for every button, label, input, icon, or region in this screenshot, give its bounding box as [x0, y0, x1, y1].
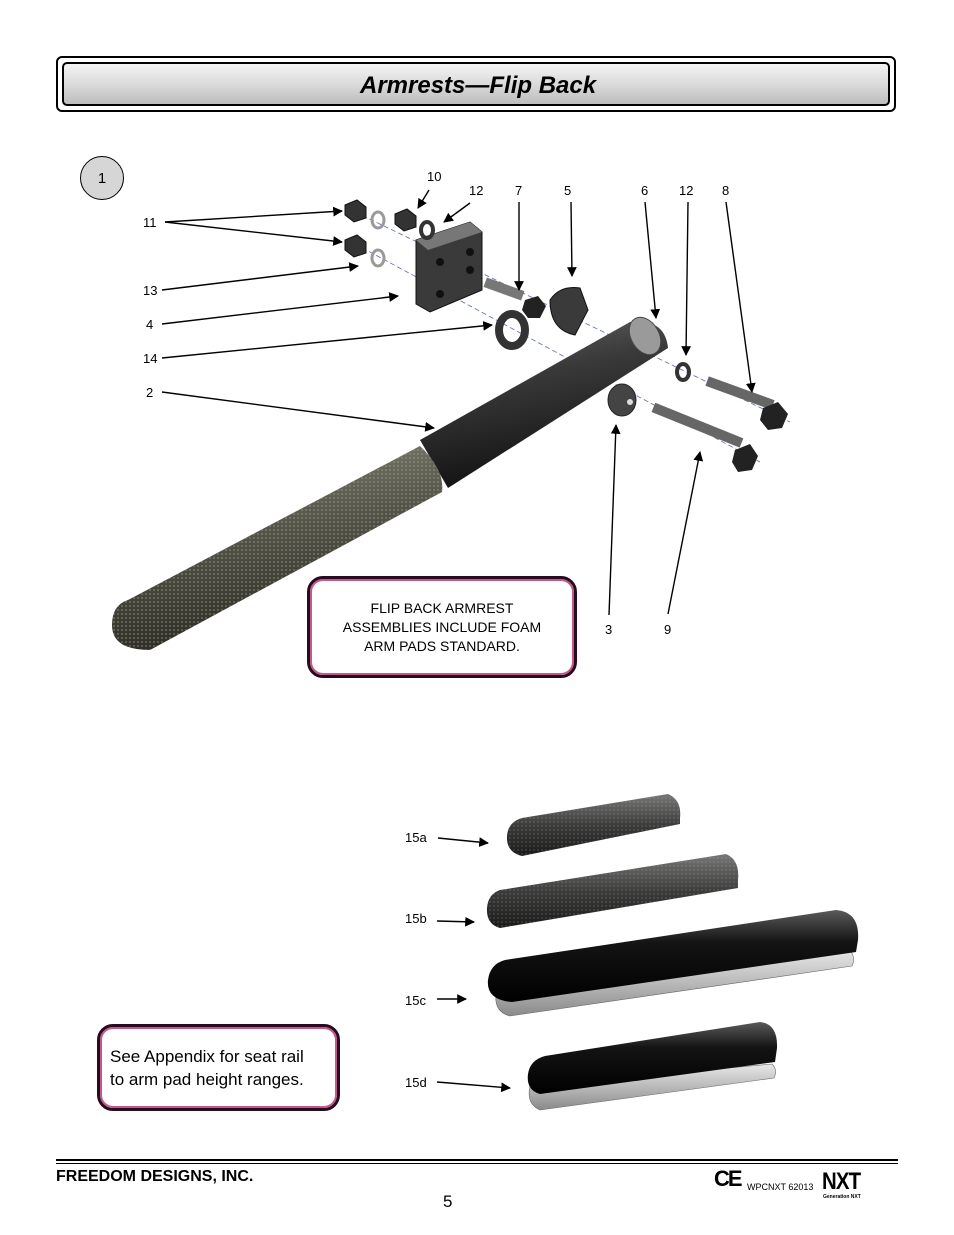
title-bar: Armrests—Flip Back	[56, 56, 896, 112]
callout-10: 10	[427, 169, 442, 184]
appendix-note-line: to arm pad height ranges.	[110, 1069, 304, 1089]
callout-4: 4	[146, 317, 154, 332]
callout-15d: 15d	[405, 1075, 427, 1090]
callout-2: 2	[146, 385, 154, 400]
callout-8: 8	[722, 183, 730, 198]
callout-12-lower: 12	[679, 183, 694, 198]
hardware-parts	[344, 199, 788, 472]
callout-3: 3	[605, 622, 613, 637]
callout-7: 7	[515, 183, 523, 198]
foam-grip	[112, 446, 443, 650]
callout-9: 9	[664, 622, 672, 637]
armrest-tube	[420, 316, 668, 488]
callout-15c: 15c	[405, 993, 426, 1008]
callout-15a: 15a	[405, 830, 427, 845]
arm-pad-15c	[487, 910, 859, 1017]
assembly-note-line: ASSEMBLIES INCLUDE FOAM	[342, 618, 542, 635]
ce-mark-icon: CE	[714, 1166, 743, 1191]
nxt-logo: NXT	[822, 1168, 861, 1195]
arm-pad-15a	[506, 794, 681, 856]
company-name: FREEDOM DESIGNS, INC.	[56, 1168, 254, 1185]
arm-pad-15b	[486, 854, 739, 928]
arm-pad-15d	[527, 1022, 778, 1111]
assembly-note-line: FLIP BACK ARMREST	[370, 599, 514, 616]
assembly-note-line: ARM PADS STANDARD.	[364, 637, 520, 654]
title-bar-inner: Armrests—Flip Back	[62, 62, 890, 106]
document-code: WPCNXT 62013	[747, 1182, 814, 1192]
page-number: 5	[443, 1192, 453, 1211]
callout-14: 14	[143, 351, 158, 366]
assembly-note-box: FLIP BACK ARMREST ASSEMBLIES INCLUDE FOA…	[307, 576, 577, 678]
callout-12-washer: 12	[469, 183, 484, 198]
callout-6: 6	[641, 183, 649, 198]
appendix-note-box: See Appendix for seat rail to arm pad he…	[97, 1024, 340, 1111]
callout-13: 13	[143, 283, 158, 298]
step-number-badge: 1	[80, 156, 124, 200]
callout-leaders	[161, 189, 756, 1093]
callout-5: 5	[564, 183, 572, 198]
mounting-plate	[415, 221, 483, 313]
page-title: Armrests—Flip Back	[360, 72, 597, 99]
appendix-note-line: See Appendix for seat rail	[110, 1046, 304, 1066]
nxt-logo-tagline: Generation NXT	[823, 1194, 861, 1200]
callout-15b: 15b	[405, 911, 427, 926]
footer-rule	[56, 1159, 898, 1161]
callout-11: 11	[143, 215, 157, 230]
footer-rule-thin	[56, 1163, 898, 1164]
